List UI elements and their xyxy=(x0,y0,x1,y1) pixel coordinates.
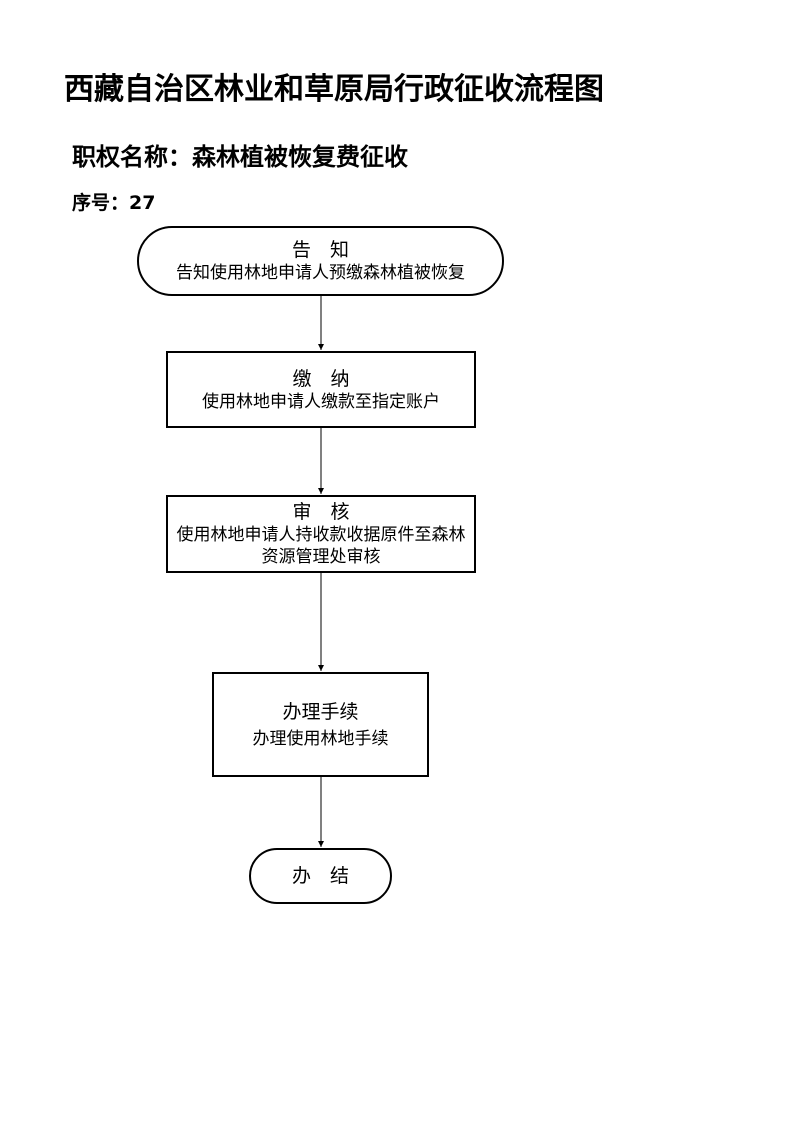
flow-node-review: 审 核 使用林地申请人持收款收据原件至森林资源管理处审核 xyxy=(166,495,476,573)
node-description: 办理使用林地手续 xyxy=(252,728,389,749)
flow-node-procedures: 办理手续 办理使用林地手续 xyxy=(212,672,429,777)
node-heading: 告 知 xyxy=(291,239,349,261)
node-heading: 办 结 xyxy=(291,865,349,887)
flow-node-payment: 缴 纳 使用林地申请人缴款至指定账户 xyxy=(166,351,476,428)
flow-node-complete: 办 结 xyxy=(249,848,392,904)
serial-number: 27 xyxy=(129,192,156,214)
flow-node-notify: 告 知 告知使用林地申请人预缴森林植被恢复 xyxy=(137,226,504,296)
authority-name: 职权名称：森林植被恢复费征收 xyxy=(72,143,408,171)
node-description: 告知使用林地申请人预缴森林植被恢复 xyxy=(176,263,465,283)
serial-line: 序号：27 xyxy=(72,188,155,215)
node-heading: 缴 纳 xyxy=(292,367,350,390)
node-description: 使用林地申请人持收款收据原件至森林资源管理处审核 xyxy=(176,525,466,567)
node-description: 使用林地申请人缴款至指定账户 xyxy=(202,391,440,412)
node-heading: 审 核 xyxy=(292,501,350,523)
node-heading: 办理手续 xyxy=(282,700,359,723)
serial-label: 序号： xyxy=(72,192,130,214)
page-title: 西藏自治区林业和草原局行政征收流程图 xyxy=(64,72,604,107)
